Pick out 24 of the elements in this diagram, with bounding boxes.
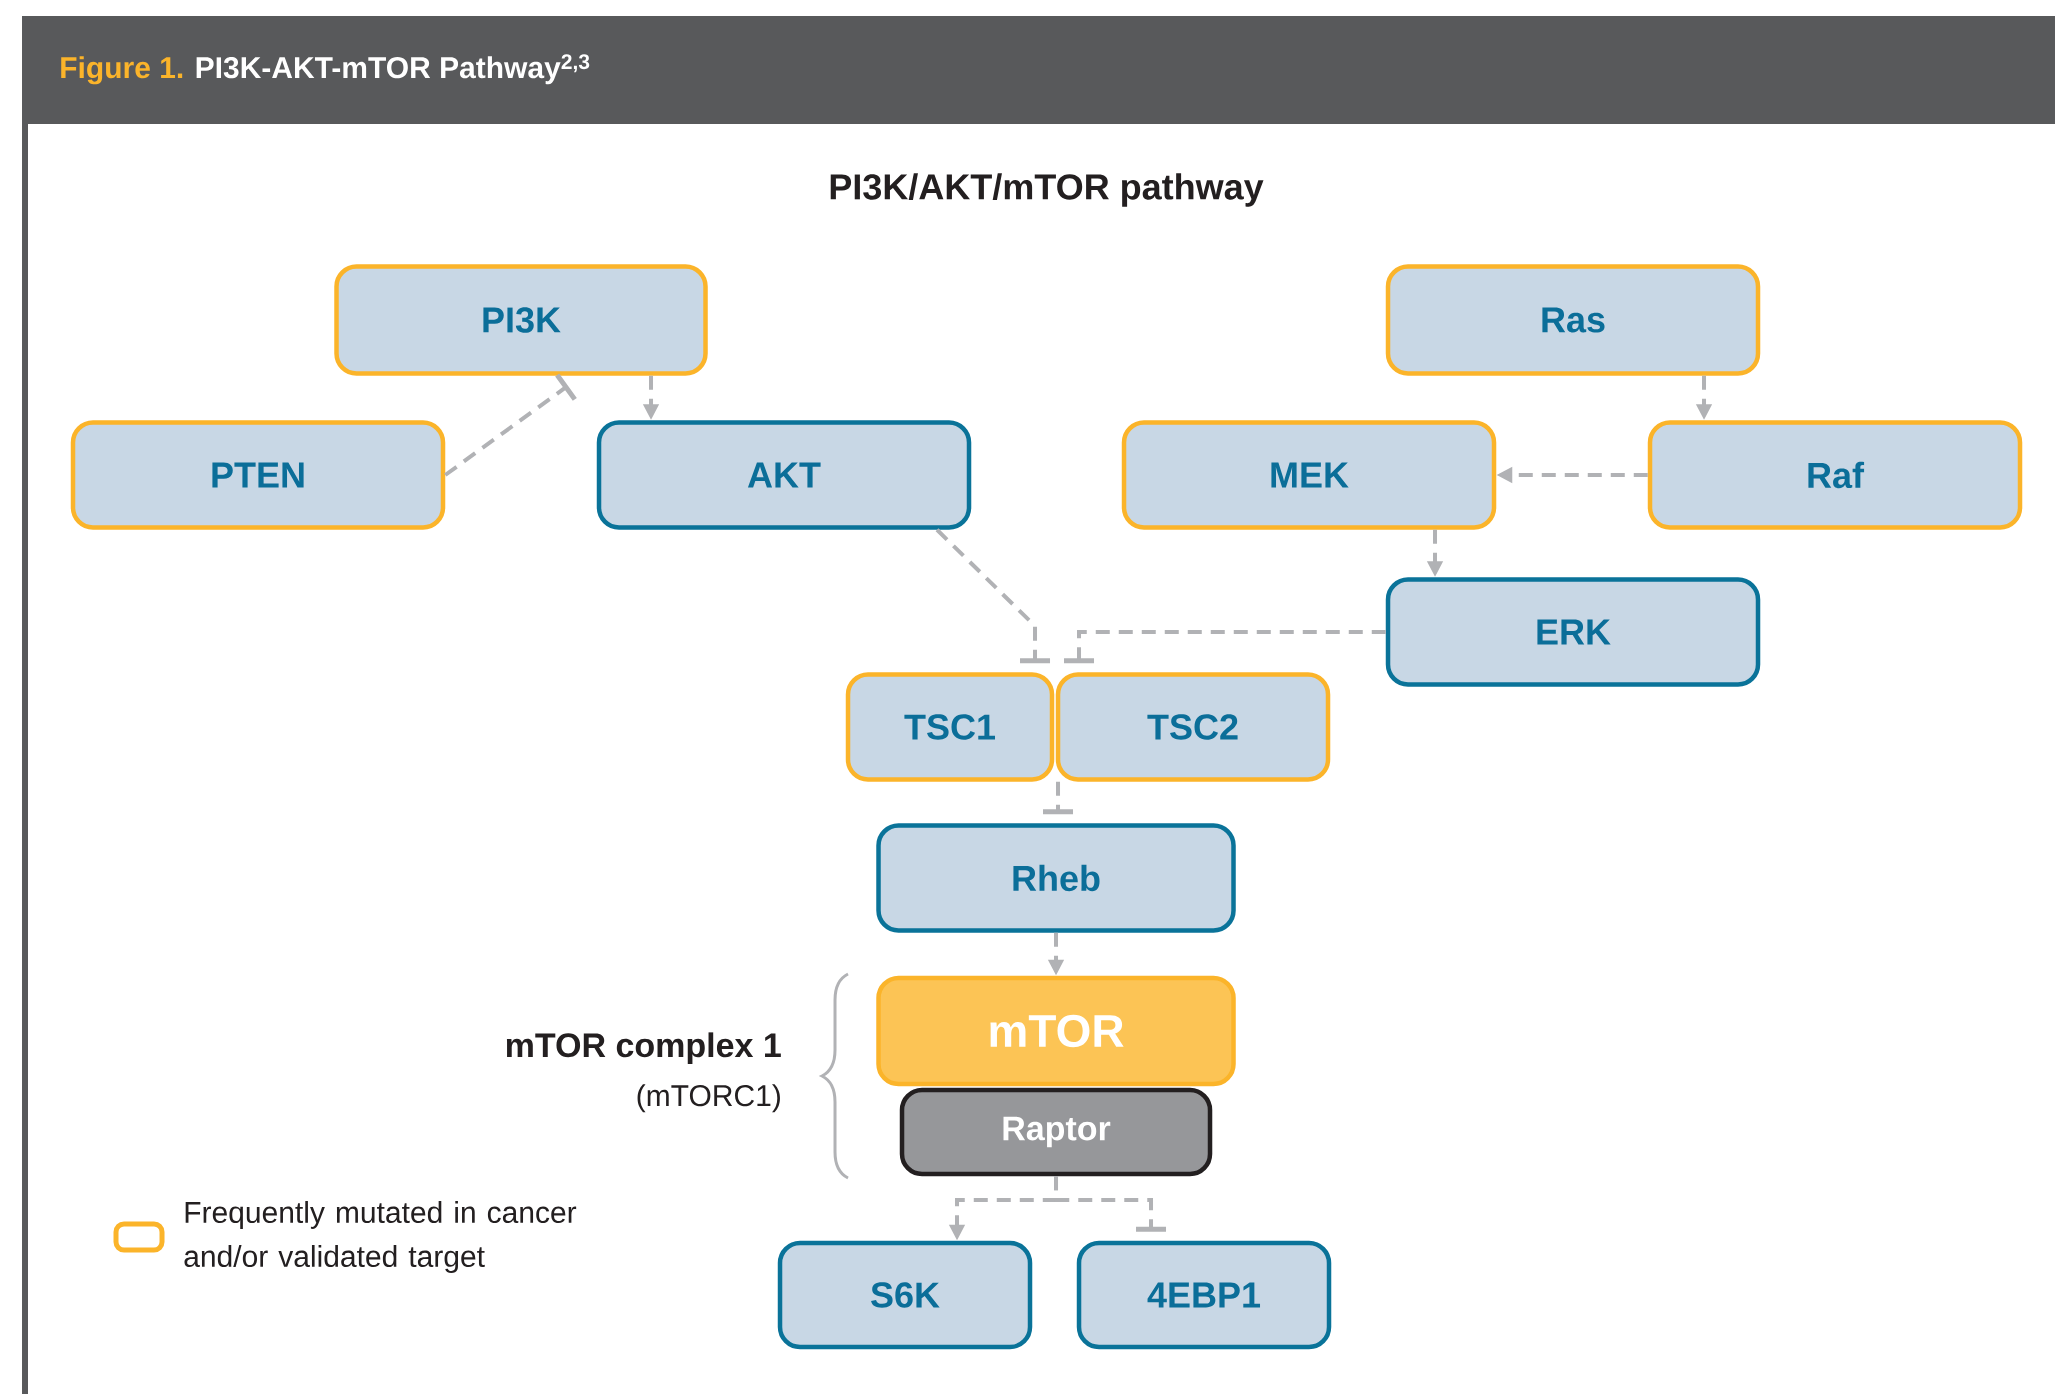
process-box: TSC1	[845, 672, 1055, 782]
process-box: PTEN	[70, 420, 446, 530]
process-box: mTOR	[876, 975, 1236, 1087]
process-box: Rheb	[876, 823, 1236, 933]
arrow	[1054, 1176, 1166, 1232]
process-box: 4EBP1	[1076, 1240, 1332, 1350]
process-box: AKT	[596, 420, 972, 530]
complex-label: mTOR complex 1	[506, 1032, 781, 1065]
arrow	[935, 528, 1050, 664]
process-box: ERK	[1385, 577, 1761, 687]
legend-text: Frequently mutated in cancer and/or validated target	[184, 1201, 577, 1273]
process-box: TSC2	[1055, 672, 1331, 782]
figure-caption: PI3K-AKT-mTOR Pathway$^{2,3}$	[196, 54, 590, 85]
figure-label: Figure 1.	[61, 56, 183, 85]
complex-label: (mTORC1)	[637, 1084, 780, 1113]
process-box: Raptor	[899, 1087, 1213, 1177]
process-box: Raf	[1647, 420, 2023, 530]
process-box: PI3K	[334, 264, 708, 376]
process-box: Ras	[1385, 264, 1761, 376]
diagram-title: PI3K/AKT/mTOR pathway	[830, 173, 1264, 207]
arrow	[1064, 630, 1386, 664]
process-box: MEK	[1121, 420, 1497, 530]
arrow	[1043, 781, 1073, 815]
process-box: S6K	[777, 1240, 1033, 1350]
